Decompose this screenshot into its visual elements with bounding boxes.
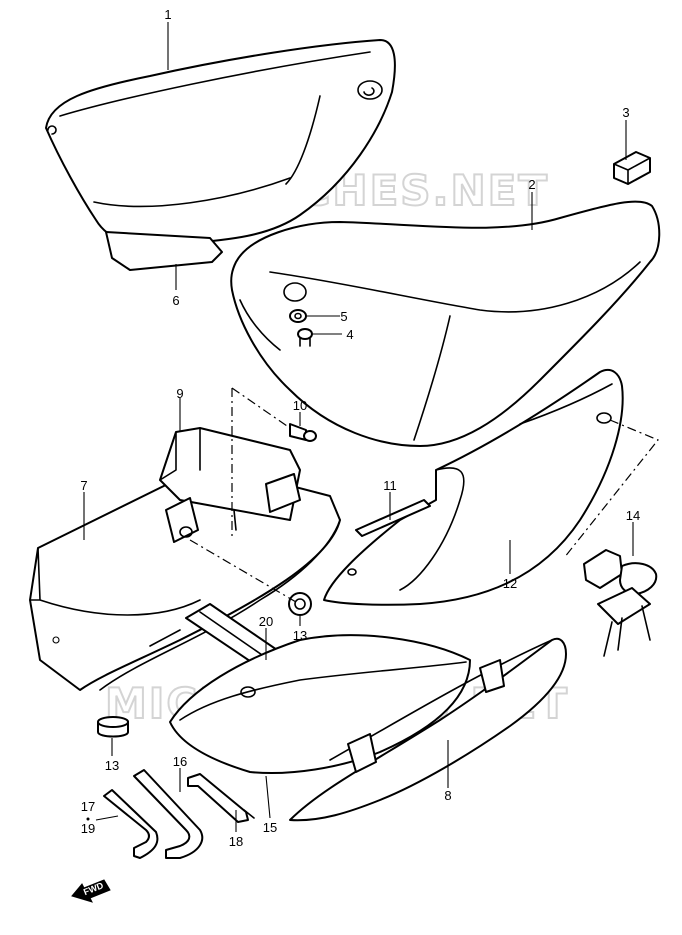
seat[interactable] <box>230 200 661 447</box>
battery-box[interactable] <box>159 427 301 521</box>
seat-grommet[interactable] <box>289 309 307 323</box>
callout-8: 8 <box>444 788 451 803</box>
spanner-wrench[interactable] <box>187 773 255 823</box>
callout-9: 9 <box>176 386 183 401</box>
hex-wrench-large[interactable] <box>133 769 204 859</box>
callout-4: 4 <box>346 327 353 342</box>
cushion-block[interactable] <box>613 151 651 185</box>
callout-6: 6 <box>172 293 179 308</box>
callout-dot <box>86 817 90 821</box>
assembly-guides <box>189 387 659 603</box>
callout-7: 7 <box>80 478 87 493</box>
callout-13-upper: 13 <box>293 628 307 643</box>
lower-cover[interactable] <box>289 637 567 822</box>
trim-strip[interactable] <box>355 499 431 537</box>
callout-15: 15 <box>263 820 277 835</box>
fwd-arrow-icon: FWD <box>71 879 111 903</box>
cover-pad[interactable] <box>105 231 223 271</box>
callout-3: 3 <box>622 105 629 120</box>
tail-cowl[interactable] <box>323 368 624 606</box>
tool-bag[interactable] <box>169 634 471 775</box>
callout-14: 14 <box>626 508 640 523</box>
grommet-lower[interactable] <box>97 716 129 738</box>
lock-set[interactable] <box>583 549 658 657</box>
callout-17: 17 <box>81 799 95 814</box>
callout-12: 12 <box>503 576 517 591</box>
callout-2: 2 <box>528 177 535 192</box>
callout-11: 11 <box>383 478 397 493</box>
callout-labels: 1 2 3 4 5 6 7 8 9 10 11 12 13 13 14 15 1… <box>80 7 640 849</box>
callout-1: 1 <box>164 7 171 22</box>
callout-10: 10 <box>293 398 307 413</box>
hex-wrench-small[interactable] <box>103 789 159 859</box>
grommet-upper[interactable] <box>288 592 312 616</box>
callout-19: 19 <box>81 821 95 836</box>
callout-20: 20 <box>259 614 273 629</box>
callout-5: 5 <box>340 309 347 324</box>
callout-18: 18 <box>229 834 243 849</box>
mount-bolt[interactable] <box>289 423 317 442</box>
mount-bracket[interactable] <box>165 497 199 543</box>
callout-13-lower: 13 <box>105 758 119 773</box>
callout-leaders <box>83 22 634 832</box>
callout-16: 16 <box>173 754 187 769</box>
